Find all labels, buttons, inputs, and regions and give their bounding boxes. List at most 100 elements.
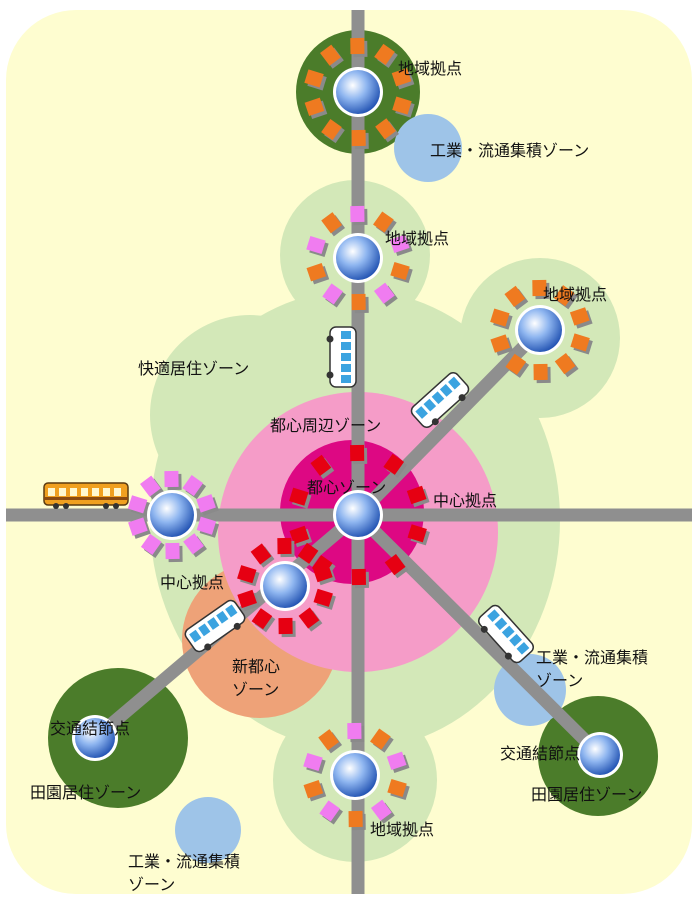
label-kogyo-bottom: 工業・流通集積 ゾーン <box>128 850 240 896</box>
hub-kotsu-left-icon <box>72 715 118 761</box>
hub-shin-toshin-icon <box>237 537 336 638</box>
node-ball <box>336 493 380 537</box>
label-kaiteki-zone: 快適居住ゾーン <box>138 359 250 378</box>
node-ball <box>336 70 380 114</box>
bus-icon <box>410 371 470 429</box>
petal <box>250 543 272 565</box>
petal <box>384 554 406 576</box>
petal <box>554 353 576 375</box>
petal <box>304 69 324 88</box>
petal <box>289 487 309 506</box>
petal <box>322 283 343 305</box>
petal <box>318 729 340 751</box>
petal <box>127 495 148 514</box>
petal <box>374 43 395 65</box>
petal <box>289 525 310 545</box>
petal <box>350 37 365 55</box>
petal <box>350 205 365 223</box>
petal <box>350 444 365 462</box>
label-toshin-zone: 都心ゾーン <box>307 478 387 497</box>
petal <box>303 779 324 799</box>
hub-kotsu-right-icon <box>577 732 623 778</box>
petal <box>196 494 216 513</box>
kogyo-zone-top <box>394 114 462 182</box>
petal <box>383 453 405 475</box>
petal <box>569 307 590 326</box>
petal <box>298 607 320 629</box>
node-ball <box>336 236 380 280</box>
node-ball <box>150 493 194 537</box>
train-icon <box>43 482 129 509</box>
petal <box>277 537 292 555</box>
petal <box>351 568 366 586</box>
petal <box>319 800 340 822</box>
petal <box>278 617 293 635</box>
petal <box>321 119 342 141</box>
petal <box>490 308 510 327</box>
petal <box>183 533 204 555</box>
label-toshin-shuhen-zone: 都心周辺ゾーン <box>270 416 382 435</box>
petal <box>347 722 362 740</box>
petal <box>165 542 180 560</box>
petal <box>490 334 511 353</box>
bus-icon <box>477 604 535 664</box>
petal <box>306 235 326 255</box>
kogyo-zone-bottom <box>175 797 241 863</box>
petal <box>373 211 394 233</box>
petal <box>570 333 590 352</box>
petal <box>387 778 407 798</box>
node-ball <box>518 308 562 352</box>
petal <box>128 517 148 536</box>
label-kotsu-left: 交通結節点 <box>50 719 131 738</box>
label-kogyo-bottom-line1: 工業・流通集積 <box>128 852 241 871</box>
petal <box>351 293 366 311</box>
petal <box>504 285 526 307</box>
hub-chiiki-top-icon <box>304 37 415 150</box>
label-kogyo-right: 工業・流通集積 ゾーン <box>536 646 648 692</box>
petal <box>251 608 273 630</box>
petal <box>553 285 575 307</box>
label-chiiki-upper: 地域拠点 <box>385 229 450 248</box>
node-ball <box>263 564 307 608</box>
petal <box>370 728 391 750</box>
petal <box>182 475 204 497</box>
petal <box>303 752 323 772</box>
petal <box>164 470 179 488</box>
hub-chiiki-upper-icon <box>306 205 413 314</box>
petal <box>140 533 162 555</box>
label-kogyo-right-line2: ゾーン <box>536 671 584 690</box>
hub-chushin-left-icon <box>127 470 220 563</box>
node-ball <box>333 753 377 797</box>
label-chushin-left: 中心拠点 <box>160 573 225 592</box>
petal <box>313 588 333 607</box>
petal <box>390 261 410 281</box>
label-chushin-right: 中心拠点 <box>433 491 498 510</box>
petal <box>348 810 363 828</box>
bus-icon <box>326 326 357 388</box>
hub-chiiki-right-icon <box>490 279 593 384</box>
label-chiiki-top: 地域拠点 <box>398 59 463 78</box>
petal <box>297 542 319 564</box>
label-denen-left: 田園居住ゾーン <box>30 783 142 802</box>
label-shin-toshin-line1: 新都心 <box>232 657 281 676</box>
petal <box>392 96 412 115</box>
petal <box>370 799 392 821</box>
bus-icon <box>184 599 246 653</box>
petal <box>237 589 257 609</box>
petal <box>386 751 407 771</box>
petal <box>373 282 395 304</box>
label-kotsu-right: 交通結節点 <box>500 744 581 763</box>
label-kogyo-right-line1: 工業・流通集積 <box>536 648 649 667</box>
petal <box>406 485 427 505</box>
label-kogyo-top: 工業・流通集積ゾーン <box>430 141 590 160</box>
petal <box>320 44 341 66</box>
petal <box>140 475 161 497</box>
petal <box>306 262 327 282</box>
petal <box>389 234 410 254</box>
petal <box>391 67 412 87</box>
label-kogyo-bottom-line2: ゾーン <box>128 875 176 894</box>
petal <box>407 524 427 543</box>
hub-chushin-right-icon <box>289 444 430 589</box>
label-denen-right: 田園居住ゾーン <box>531 785 643 804</box>
